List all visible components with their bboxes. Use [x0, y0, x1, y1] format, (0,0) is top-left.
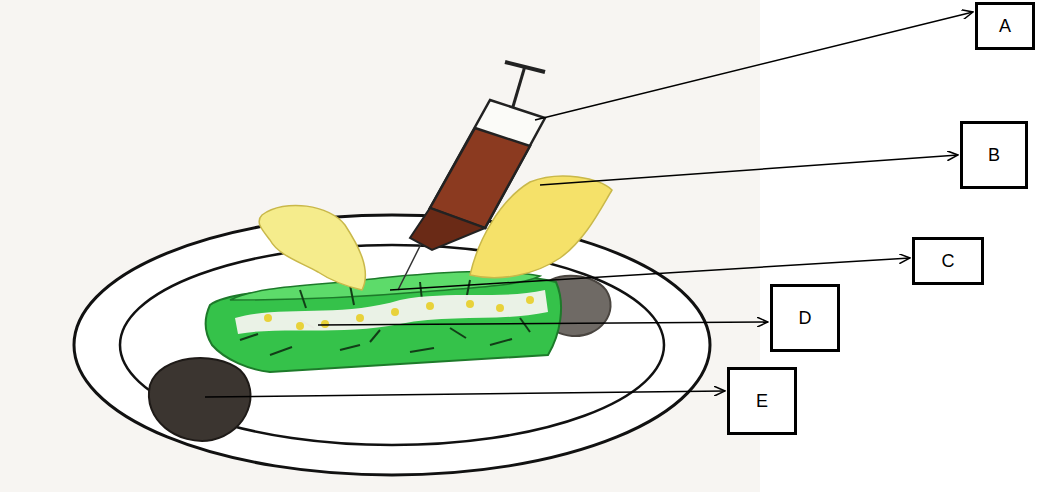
- leader-line: [535, 12, 973, 120]
- callout-box: D: [770, 284, 840, 352]
- leader-line: [318, 322, 768, 325]
- callout-letter: D: [799, 308, 812, 329]
- callout-box: B: [960, 121, 1028, 189]
- dark-ball: [149, 358, 251, 441]
- callout-letter: E: [756, 391, 768, 412]
- leader-lines: [205, 12, 973, 397]
- yellow-leaf: [259, 205, 365, 290]
- callout-letter: A: [999, 16, 1011, 37]
- callout-box: E: [727, 367, 797, 435]
- plate-well: [120, 245, 664, 445]
- callout-box: A: [975, 2, 1035, 50]
- syringe: [398, 62, 545, 290]
- callout-letter: B: [988, 145, 1000, 166]
- callout-box: C: [912, 237, 984, 285]
- leader-line: [540, 155, 958, 185]
- leader-line: [205, 391, 725, 397]
- plate-rim: [74, 215, 710, 475]
- paper-ground: [0, 0, 760, 492]
- filling: [235, 290, 548, 334]
- callout-letter: C: [942, 251, 955, 272]
